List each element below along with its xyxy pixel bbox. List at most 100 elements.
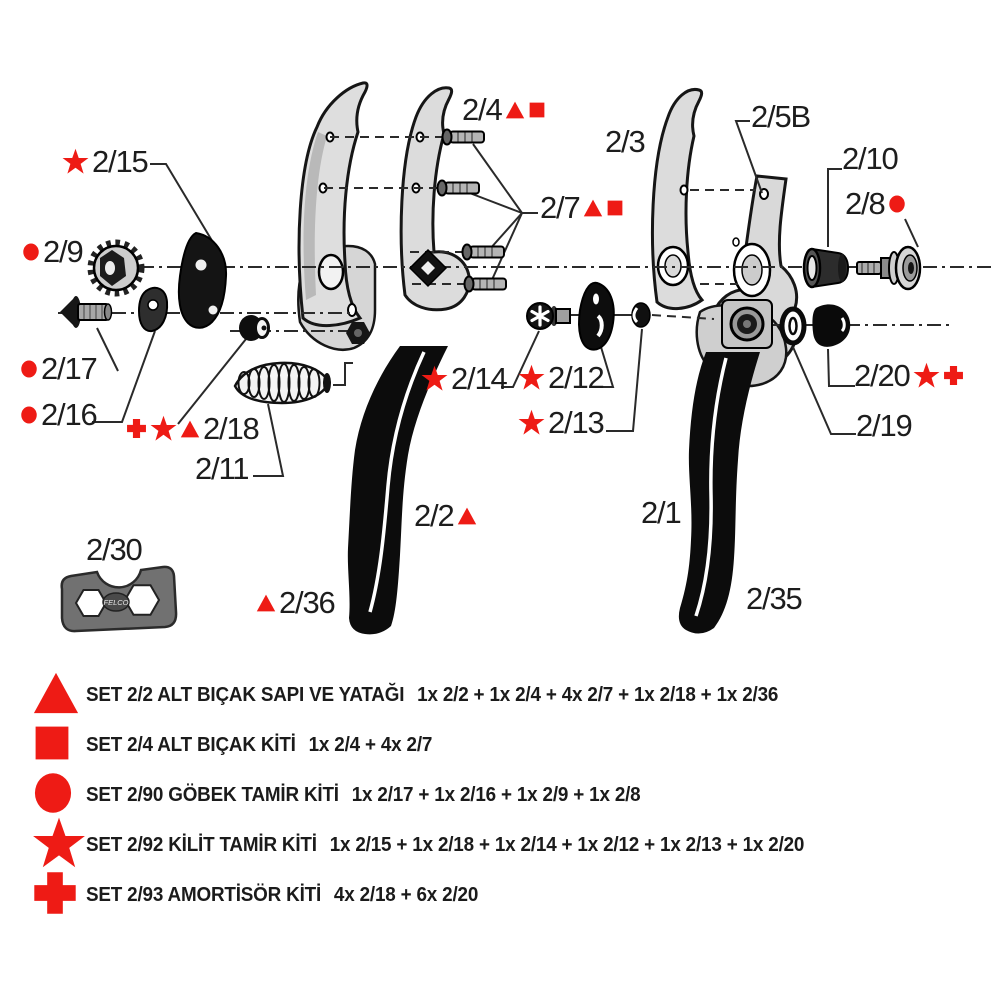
part-number: 2/13 xyxy=(548,405,605,440)
part-label-2-11: 2/11 xyxy=(195,451,249,486)
circle-icon xyxy=(888,195,906,213)
bolt-2-8 xyxy=(856,245,922,291)
part-number: 2/2 xyxy=(414,498,455,533)
felco-logo-text: FELCO xyxy=(103,598,128,607)
legend-text: SET 2/92 KİLİT TAMİR KİTİ 1x 2/15 + 1x 2/… xyxy=(86,833,804,857)
screw-2-7-d xyxy=(463,275,507,293)
latch-2-16 xyxy=(137,286,169,333)
set-items: 1x 2/4 + 4x 2/7 xyxy=(308,733,433,756)
triangle-icon xyxy=(180,419,200,439)
screw-2-7-c xyxy=(461,243,505,261)
spring-2-11 xyxy=(233,361,331,405)
part-number: 2/4 xyxy=(462,92,503,127)
part-number: 2/11 xyxy=(195,451,249,486)
part-label-2-30: 2/30 xyxy=(86,532,143,567)
legend-text: SET 2/4 ALT BIÇAK KİTİ 1x 2/4 + 4x 2/7 xyxy=(86,733,432,757)
set-title: SET 2/2 ALT BIÇAK SAPI VE YATAĞI xyxy=(86,683,405,706)
part-number: 2/10 xyxy=(842,141,899,176)
part-label-2-8: 2/8 xyxy=(845,188,906,219)
plus-icon xyxy=(943,365,964,386)
legend-row-plus: SET 2/93 AMORTİSÖR KİTİ 4x 2/18 + 6x 2/20 xyxy=(32,870,867,920)
legend-row-triangle: SET 2/2 ALT BIÇAK SAPI VE YATAĞI 1x 2/2 +… xyxy=(32,670,867,720)
part-number: 2/17 xyxy=(41,351,98,386)
wrench-2-30: FELCO xyxy=(60,565,178,633)
screws-2-7 xyxy=(436,128,507,293)
part-label-2-16: 2/16 xyxy=(20,397,98,432)
set-items: 1x 2/2 + 1x 2/4 + 4x 2/7 + 1x 2/18 + 1x … xyxy=(417,683,779,706)
nut-2-18 xyxy=(239,315,270,341)
part-number: 2/16 xyxy=(41,397,98,432)
bushing-2-10 xyxy=(802,247,850,289)
square-icon xyxy=(528,101,546,119)
washer-2-19 xyxy=(779,306,807,346)
set-items: 1x 2/17 + 1x 2/16 + 1x 2/9 + 1x 2/8 xyxy=(351,783,641,806)
part-label-2-36: 2/36 xyxy=(256,585,336,620)
leader-lines xyxy=(92,120,919,477)
part-number: 2/36 xyxy=(279,585,336,620)
part-number: 2/9 xyxy=(43,234,84,269)
legend-icon-cell xyxy=(32,816,86,875)
part-number: 2/19 xyxy=(856,408,913,443)
diamond-nut-2-4 xyxy=(408,248,448,288)
hex-nut-2-2 xyxy=(346,322,370,344)
part-number: 2/3 xyxy=(605,124,646,159)
bumper-2-20 xyxy=(812,304,851,347)
part-label-2-7: 2/7 xyxy=(540,192,624,223)
triangle-icon xyxy=(505,100,525,120)
star-icon xyxy=(32,816,86,875)
bolt-2-14 xyxy=(526,302,571,330)
star-icon xyxy=(913,362,940,389)
circle-icon xyxy=(20,406,38,424)
nut-2-13 xyxy=(631,302,651,328)
star-icon xyxy=(62,148,89,175)
legend-text: SET 2/2 ALT BIÇAK SAPI VE YATAĞI 1x 2/2 +… xyxy=(86,683,778,707)
part-label-2-19: 2/19 xyxy=(856,408,913,443)
circle-icon xyxy=(20,360,38,378)
part-label-2-2: 2/2 xyxy=(414,500,477,531)
star-icon xyxy=(150,415,177,442)
legend-text: SET 2/90 GÖBEK TAMİR KİTİ 1x 2/17 + 1x 2/… xyxy=(86,783,641,807)
triangle-icon xyxy=(256,593,276,613)
part-number: 2/30 xyxy=(86,532,143,567)
set-items: 1x 2/15 + 1x 2/18 + 1x 2/14 + 1x 2/12 + … xyxy=(329,833,805,856)
part-label-2-20: 2/20 xyxy=(854,360,964,391)
legend-icon-cell xyxy=(32,723,86,768)
part-label-2-1: 2/1 xyxy=(641,495,682,530)
square-icon xyxy=(606,199,624,217)
plus-icon xyxy=(126,418,147,439)
diagram-svg: FELCO xyxy=(58,81,992,635)
legend-icon-cell xyxy=(32,669,86,722)
legend-text: SET 2/93 AMORTİSÖR KİTİ 4x 2/18 + 6x 2/20 xyxy=(86,883,478,907)
star-icon xyxy=(518,364,545,391)
part-labels: 2/15 2/9 2/17 2/16 2/18 2/11 2/30 2/36 2/2 2/4 2/7… xyxy=(20,92,964,620)
set-title: SET 2/90 GÖBEK TAMİR KİTİ xyxy=(86,783,339,806)
circle-icon xyxy=(22,243,40,261)
gear-2-9 xyxy=(87,239,145,297)
handle-grip-2-1-35 xyxy=(678,352,760,634)
set-title: SET 2/93 AMORTİSÖR KİTİ xyxy=(86,883,322,906)
handle-grip-2-2-36 xyxy=(347,346,448,635)
part-label-2-14: 2/14 xyxy=(421,363,508,394)
part-number: 2/15 xyxy=(92,144,149,179)
legend-icon-cell xyxy=(32,870,86,921)
set-title: SET 2/4 ALT BIÇAK KİTİ xyxy=(86,733,296,756)
part-number: 2/18 xyxy=(203,411,260,446)
part-number: 2/35 xyxy=(746,581,803,616)
screw-2-7-a xyxy=(441,128,485,146)
star-icon xyxy=(518,409,545,436)
part-number: 2/12 xyxy=(548,360,605,395)
part-number: 2/7 xyxy=(540,190,581,225)
set-title: SET 2/92 KİLİT TAMİR KİTİ xyxy=(86,833,317,856)
part-number: 2/1 xyxy=(641,495,682,530)
plate-2-12 xyxy=(578,281,615,351)
legend-row-square: SET 2/4 ALT BIÇAK KİTİ 1x 2/4 + 4x 2/7 xyxy=(32,720,867,770)
set-items: 4x 2/18 + 6x 2/20 xyxy=(333,883,479,906)
bolt-2-17 xyxy=(60,296,113,328)
plus-icon xyxy=(32,870,78,921)
part-label-2-35: 2/35 xyxy=(746,581,803,616)
legend-row-circle: SET 2/90 GÖBEK TAMİR KİTİ 1x 2/17 + 1x 2/… xyxy=(32,770,867,820)
legend-row-star: SET 2/92 KİLİT TAMİR KİTİ 1x 2/15 + 1x 2/… xyxy=(32,817,867,870)
blade-2-2 xyxy=(297,81,369,327)
legend-icon-cell xyxy=(32,772,86,819)
